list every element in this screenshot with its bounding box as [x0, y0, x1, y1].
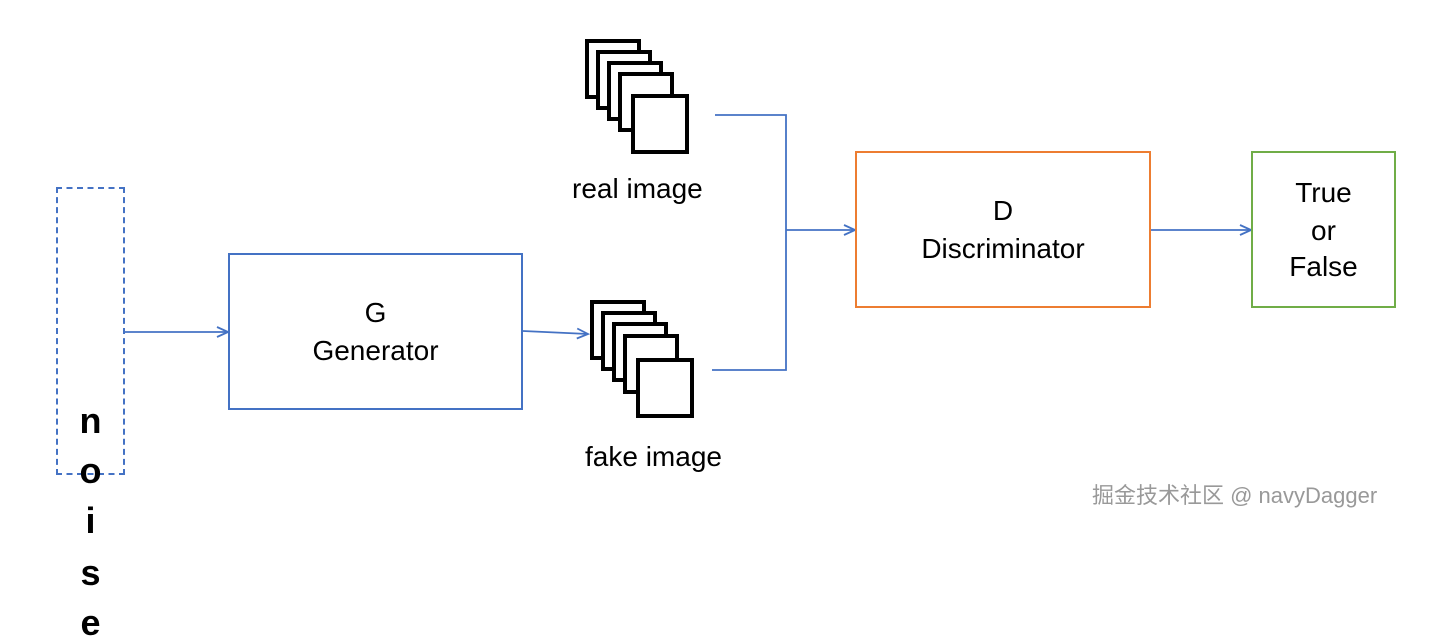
generator-letter: G — [364, 297, 387, 328]
noise-letter: s — [80, 552, 101, 593]
noise-letter: o — [79, 450, 102, 491]
noise-box: n o i s e — [56, 187, 125, 643]
connector-fake-image — [712, 230, 787, 371]
result-line-false: False — [1289, 251, 1358, 282]
connector-real-image — [715, 114, 787, 230]
noise-letter: n — [79, 400, 102, 441]
noise-letter: i — [85, 500, 96, 541]
noise-letter: e — [80, 602, 101, 643]
result-box: True or False — [1251, 151, 1396, 308]
result-line-true: True — [1295, 177, 1352, 208]
result-line-or: or — [1311, 215, 1336, 246]
discriminator-label: Discriminator — [921, 233, 1085, 264]
real-image-stack-icon — [585, 39, 689, 154]
discriminator-letter: D — [992, 195, 1014, 226]
watermark: 掘金技术社区 @ navyDagger — [1092, 483, 1378, 508]
arrow-generator-to-fake-image — [522, 331, 588, 334]
diagram-canvas — [125, 39, 1437, 418]
fake-image-stack-icon — [590, 300, 694, 418]
generator-label: Generator — [312, 335, 439, 366]
generator-box: G Generator — [228, 253, 523, 410]
discriminator-box: D Discriminator — [855, 151, 1151, 308]
real-image-label: real image — [572, 173, 703, 204]
fake-image-label: fake image — [585, 441, 722, 472]
